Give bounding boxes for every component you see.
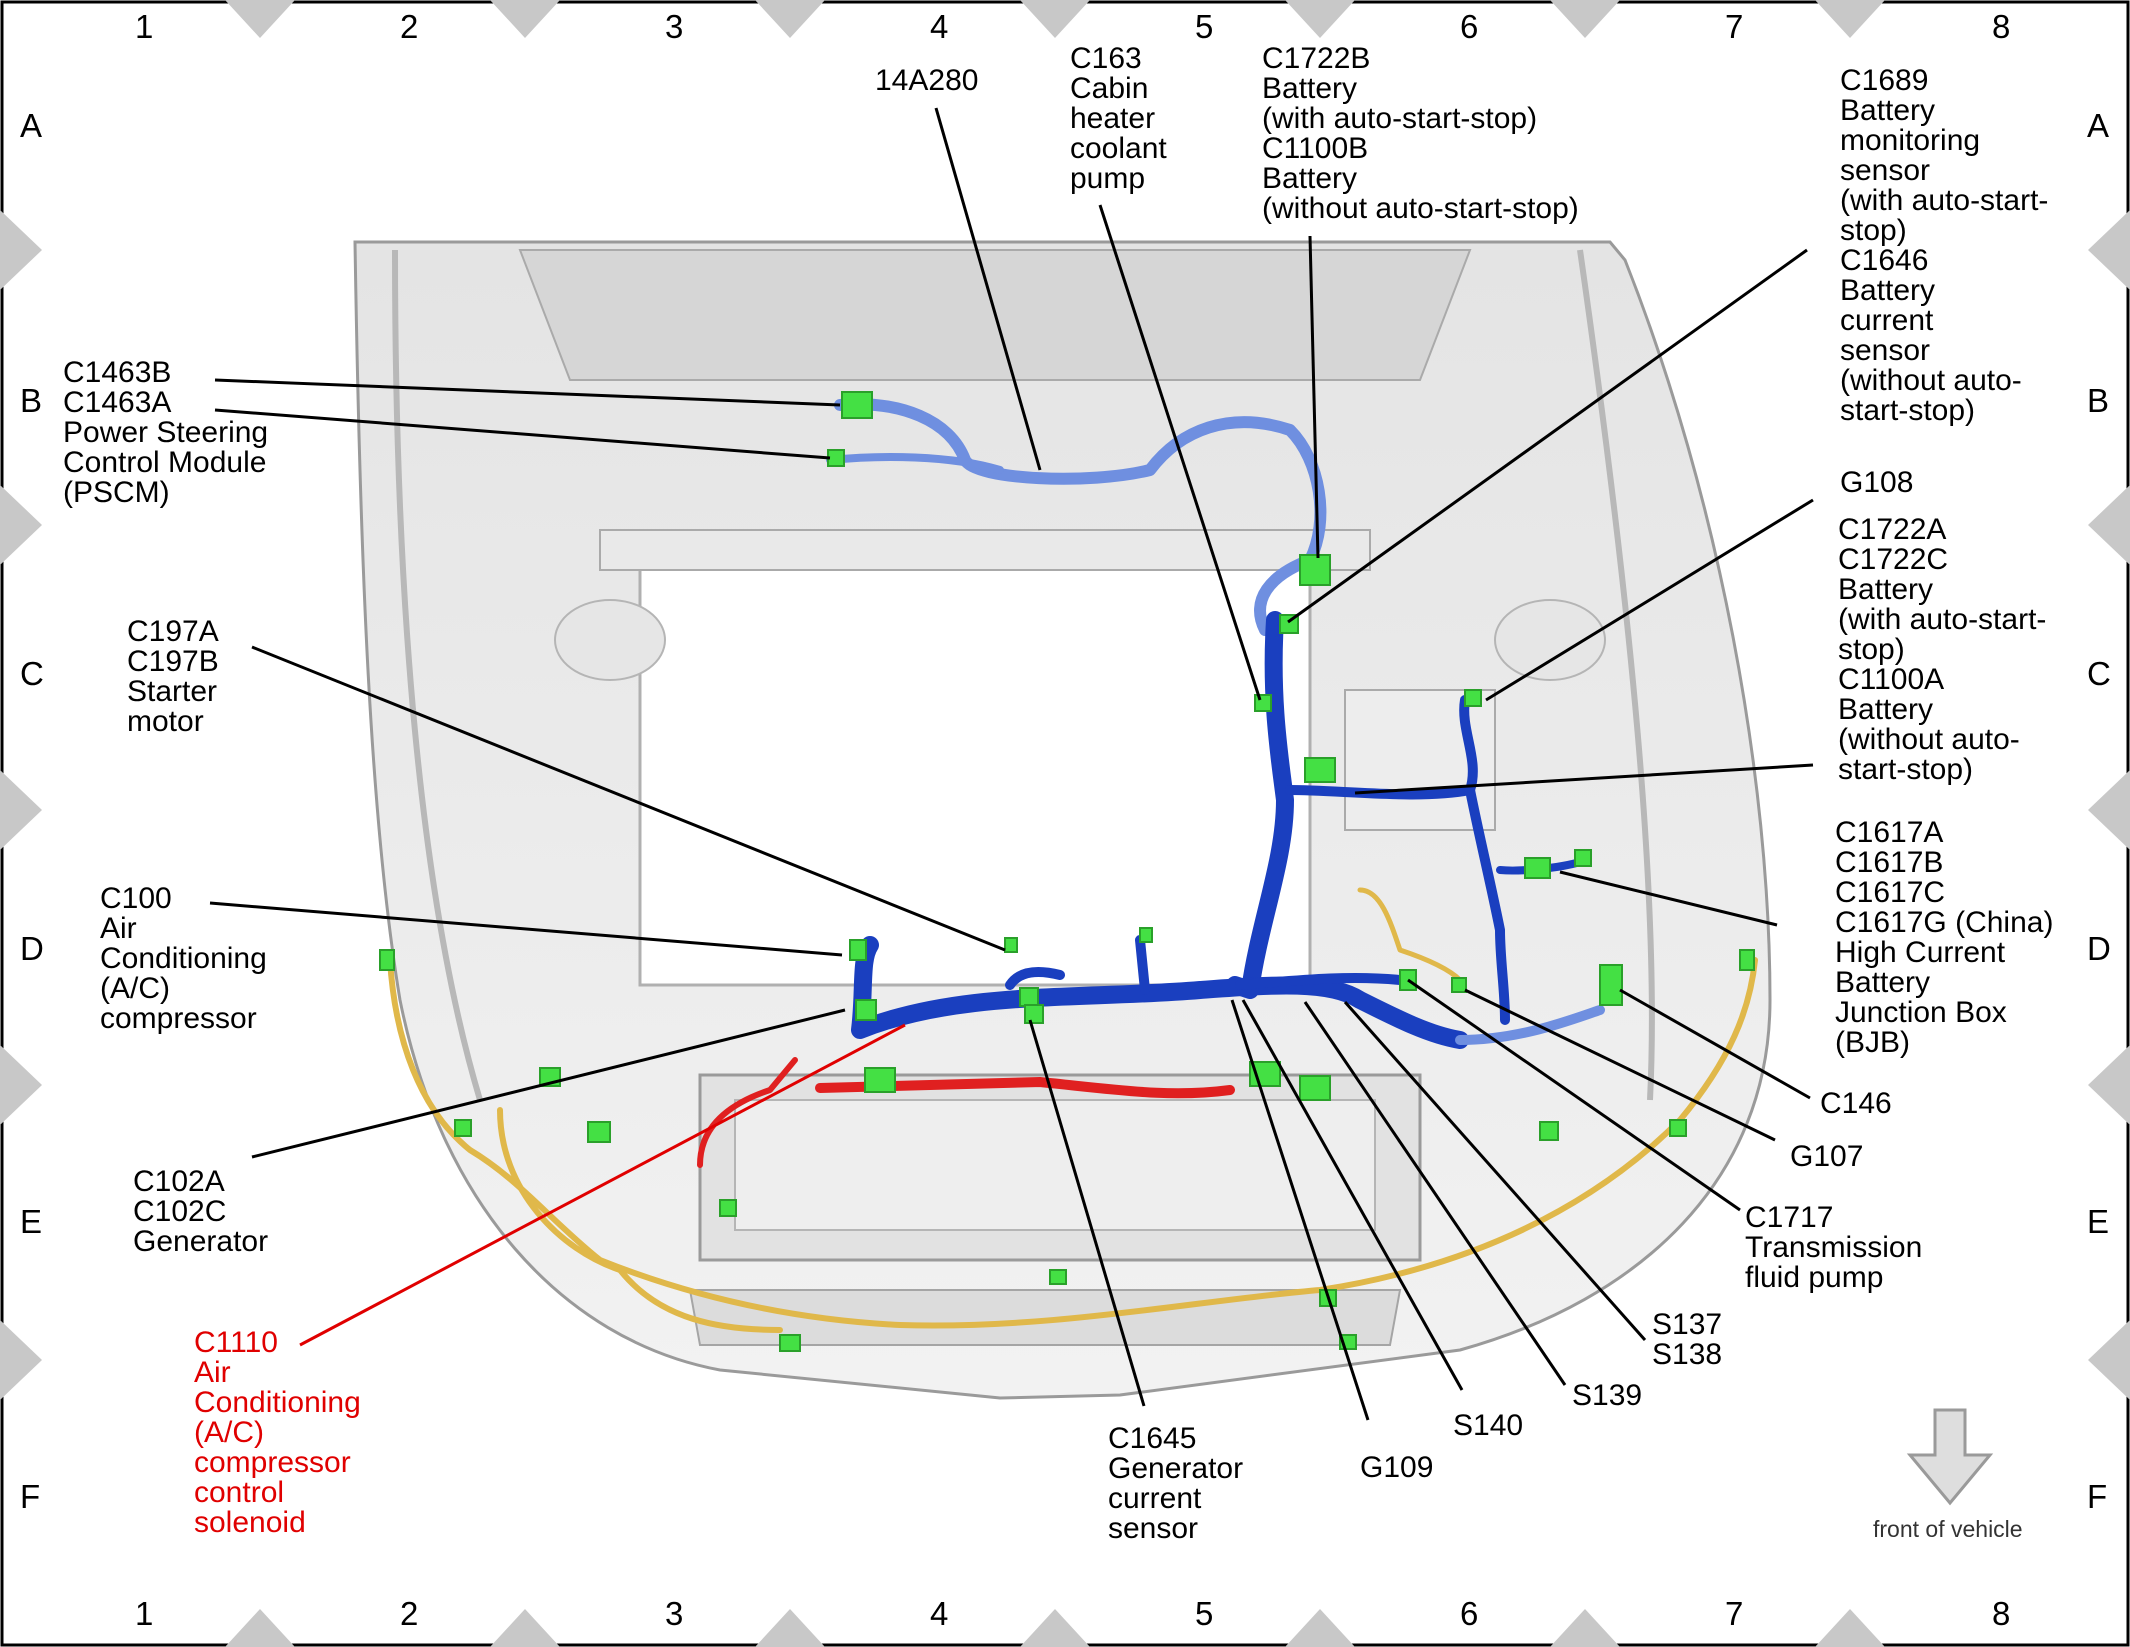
label-s140: S140 xyxy=(1453,1409,1524,1442)
label-g107: G107 xyxy=(1790,1140,1864,1173)
label-c1722b-c1100b: C1722B Battery (with auto-start-stop) C1… xyxy=(1262,42,1579,225)
label-c1645: C1645 Generator current sensor xyxy=(1108,1422,1244,1545)
label-c163: C163 Cabin heater coolant pump xyxy=(1070,42,1167,195)
grid-col-2: 2 xyxy=(400,1595,419,1632)
label-g108: G108 xyxy=(1840,466,1914,499)
label-c100: C100 Air Conditioning (A/C) compressor xyxy=(100,882,267,1035)
grid-col-1: 1 xyxy=(135,8,154,45)
label-c146: C146 xyxy=(1820,1087,1892,1120)
grid-col-4: 4 xyxy=(930,8,949,45)
front-of-vehicle-label: front of vehicle xyxy=(1873,1516,2023,1542)
grid-col-2: 2 xyxy=(400,8,419,45)
grid-col-8: 8 xyxy=(1992,1595,2011,1632)
label-c1617: C1617A C1617B C1617C C1617G (China) High… xyxy=(1835,816,2054,1059)
grid-row-f: F xyxy=(20,1478,41,1515)
vehicle-engine-bay xyxy=(353,240,1772,1400)
label-s137-s138: S137 S138 xyxy=(1652,1308,1723,1371)
label-c1689-c1646: C1689 Battery monitoring sensor (with au… xyxy=(1840,64,2049,427)
grid-row-c: C xyxy=(20,655,44,692)
grid-col-5: 5 xyxy=(1195,1595,1214,1632)
label-c1722a-c1100a: C1722A C1722C Battery (with auto-start- … xyxy=(1838,513,2047,786)
grid-row-a: A xyxy=(2087,107,2110,144)
grid-col-8: 8 xyxy=(1992,8,2011,45)
grid-row-d: D xyxy=(2087,930,2111,967)
label-g109: G109 xyxy=(1360,1451,1434,1484)
c1110-leader-line xyxy=(299,1023,906,1347)
grid-col-7: 7 xyxy=(1725,1595,1744,1632)
grid-row-a: A xyxy=(20,107,43,144)
grid-row-c: C xyxy=(2087,655,2111,692)
grid-col-3: 3 xyxy=(665,1595,684,1632)
grid-col-6: 6 xyxy=(1460,8,1479,45)
grid-col-1: 1 xyxy=(135,1595,154,1632)
front-arrow-icon xyxy=(1906,1408,1994,1506)
grid-row-b: B xyxy=(20,382,43,419)
label-c102: C102A C102C Generator xyxy=(133,1165,269,1258)
grid-col-7: 7 xyxy=(1725,8,1744,45)
grid-row-d: D xyxy=(20,930,44,967)
grid-row-b: B xyxy=(2087,382,2110,419)
label-c1110: C1110 Air Conditioning (A/C) compressor … xyxy=(194,1326,361,1539)
label-14a280: 14A280 xyxy=(875,64,979,97)
grid-row-e: E xyxy=(2087,1203,2110,1240)
grid-col-4: 4 xyxy=(930,1595,949,1632)
grid-row-e: E xyxy=(20,1203,43,1240)
label-c197: C197A C197B Starter motor xyxy=(127,615,219,738)
label-c1463: C1463B C1463A Power Steering Control Mod… xyxy=(63,356,269,509)
label-c1717: C1717 Transmission fluid pump xyxy=(1745,1201,1923,1294)
grid-col-3: 3 xyxy=(665,8,684,45)
grid-col-6: 6 xyxy=(1460,1595,1479,1632)
grid-row-f: F xyxy=(2087,1478,2108,1515)
label-s139: S139 xyxy=(1572,1379,1643,1412)
leader-lines xyxy=(209,107,1814,1421)
grid-col-5: 5 xyxy=(1195,8,1214,45)
connectors xyxy=(379,391,1755,1352)
